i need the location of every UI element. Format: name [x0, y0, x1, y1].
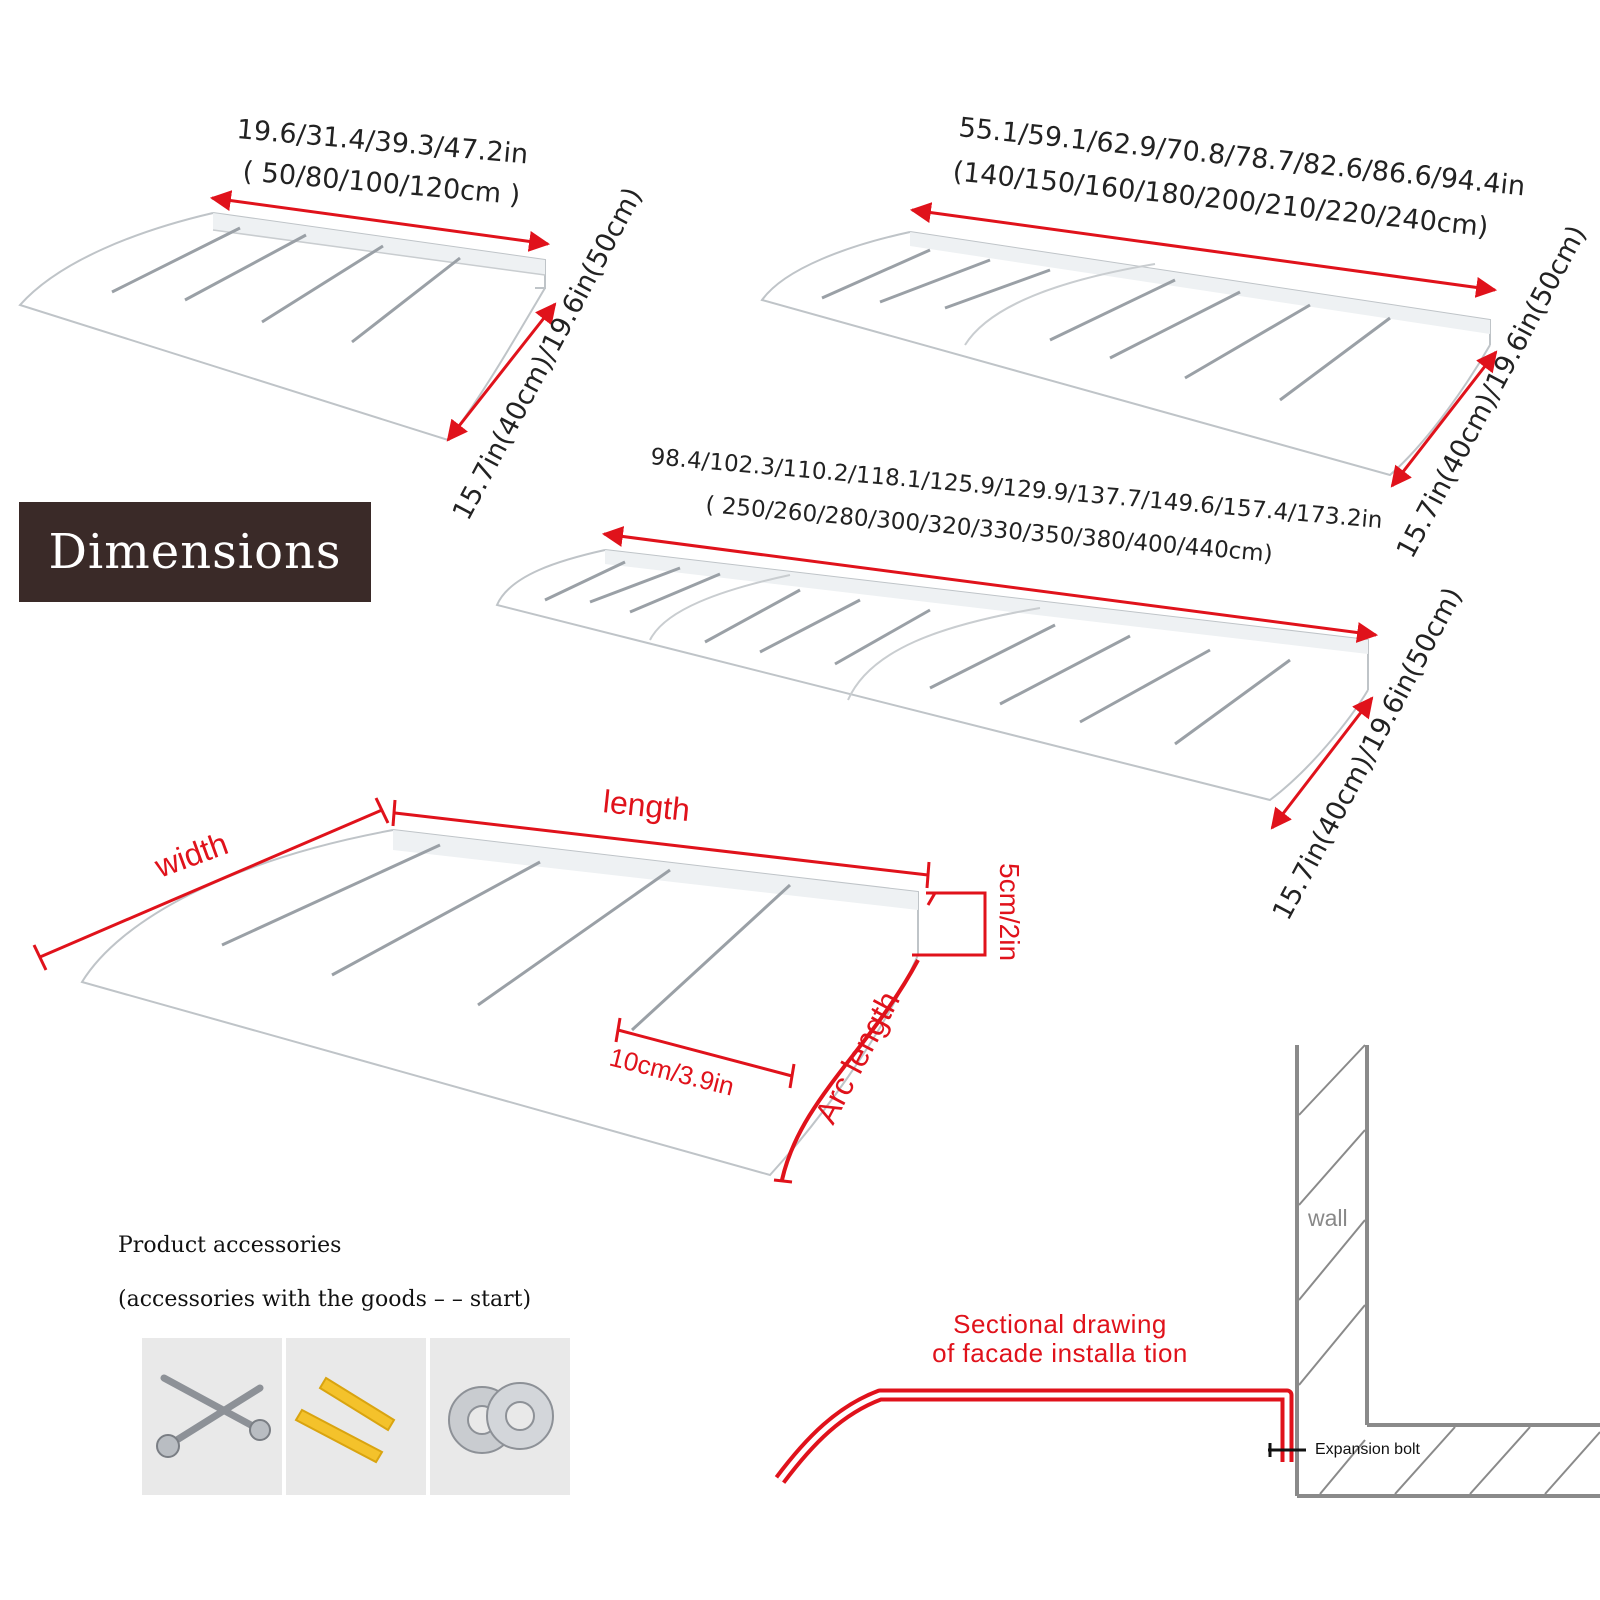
length-label: length — [601, 783, 691, 828]
large-awning: 98.4/102.3/110.2/118.1/125.9/129.9/137.7… — [495, 444, 1469, 925]
accessories-subtitle: (accessories with the goods – – start) — [118, 1287, 532, 1312]
detail-awning: width length 5cm/2in 10cm/3.9in Arc leng… — [32, 783, 1025, 1184]
arc-label: Arc length — [807, 985, 906, 1129]
wall-anchor-icon — [286, 1338, 426, 1495]
section-title-line1: Sectional drawing — [953, 1309, 1167, 1339]
dimensions-title: Dimensions — [19, 502, 371, 602]
width-label: width — [149, 825, 232, 885]
screw-icon — [142, 1338, 282, 1495]
wall-label: wall — [1306, 1205, 1350, 1232]
section-drawing — [774, 1044, 1600, 1498]
expansion-bolt-label: Expansion bolt — [1315, 1441, 1420, 1458]
section-title: Sectional drawing of facade installa tio… — [880, 1310, 1240, 1368]
accessories-title: Product accessories — [118, 1233, 342, 1258]
washer-icon — [430, 1338, 570, 1495]
section-title-line2: of facade installa tion — [932, 1338, 1188, 1368]
small-awning: 19.6/31.4/39.3/47.2in ( 50/80/100/120cm … — [18, 114, 649, 525]
bracket-label: 10cm/3.9in — [607, 1042, 738, 1102]
height-label: 5cm/2in — [994, 863, 1025, 961]
medium-depth: 15.7in(40cm)/19.6in(50cm) — [1391, 221, 1593, 564]
